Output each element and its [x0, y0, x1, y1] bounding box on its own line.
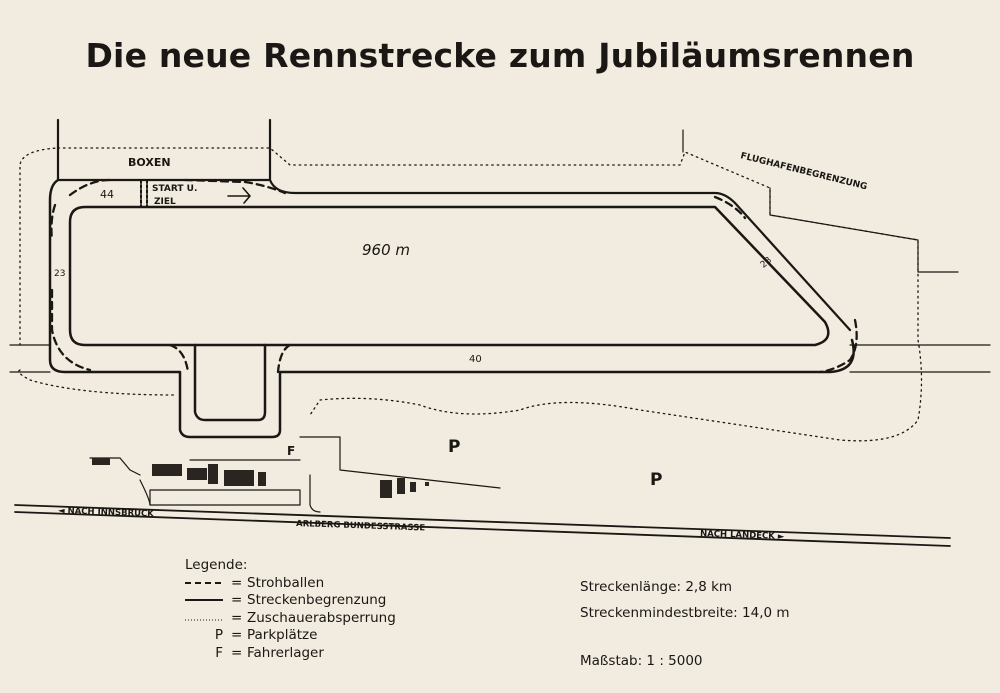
label-width-44: 44	[100, 188, 114, 201]
dotted-line-symbol	[185, 610, 223, 628]
legend-item-fahrerlager: F = Fahrerlager	[215, 644, 324, 661]
label-parking: P	[448, 437, 460, 457]
direction-arrow	[227, 187, 251, 204]
fahrerlager-boundary	[149, 436, 501, 513]
track-length: Streckenlänge: 2,8 km	[580, 579, 733, 595]
building	[208, 464, 218, 484]
boxen-boundary	[56, 118, 852, 332]
map-scale: Maßstab: 1 : 5000	[580, 653, 703, 669]
solid-line-symbol	[185, 592, 223, 610]
label-width-23: 23	[54, 269, 65, 279]
bundesstrasse	[14, 504, 951, 547]
building	[425, 482, 429, 486]
building	[397, 478, 405, 494]
label-960m: 960 m	[362, 241, 410, 259]
track-min-width: Streckenmindestbreite: 14,0 m	[580, 605, 790, 621]
page-title: Die neue Rennstrecke zum Jubiläumsrennen	[85, 36, 915, 75]
legend-item-streckenbegrenzung: = Streckenbegrenzung	[185, 592, 396, 610]
building	[152, 464, 182, 476]
building	[410, 482, 416, 492]
label-width-23-right: 23	[759, 255, 774, 270]
label-parking: P	[650, 470, 662, 490]
spectator-barrier	[18, 147, 923, 442]
label-boxen: BOXEN	[128, 156, 171, 169]
start-finish-line	[140, 179, 148, 208]
label-width-40: 40	[469, 354, 482, 365]
building	[380, 480, 392, 498]
label-nach-landeck: NACH LANDECK ►	[700, 529, 785, 542]
label-ziel: ZIEL	[154, 197, 176, 207]
building	[187, 468, 207, 480]
legend-item-zuschauerabsperrung: = Zuschauerabsperrung	[185, 610, 396, 628]
building	[92, 458, 110, 465]
label-nach-innsbruck: ◄ NACH INNSBRUCK	[58, 506, 154, 519]
label-flughafen: FLUGHAFENBEGRENZUNG	[739, 151, 868, 192]
track-inner-boundary	[68, 205, 830, 347]
legend-heading: Legende:	[185, 557, 248, 573]
label-bundesstrasse: ARLBERG BUNDESSTRASSE	[296, 519, 426, 534]
track-outer-boundary	[48, 178, 855, 439]
legend-item-parkplaetze: P = Parkplätze	[214, 627, 318, 643]
label-start: START U.	[152, 184, 197, 194]
airport-boundary	[682, 129, 959, 273]
legend: Legende: = Strohballen = Streckenbegrenz…	[185, 557, 396, 662]
label-fahrerlager: F	[287, 444, 295, 458]
legend-item-strohballen: = Strohballen	[185, 575, 396, 593]
straw-bales	[50, 178, 858, 374]
building	[258, 472, 266, 486]
building	[224, 470, 254, 486]
dashed-line-symbol	[185, 575, 223, 593]
